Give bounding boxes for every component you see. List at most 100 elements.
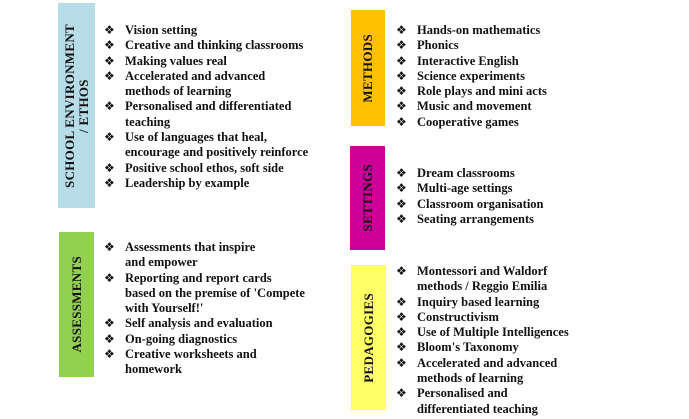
diamond-bullet-icon: ❖ xyxy=(396,211,407,226)
list-item-text: Leadership by example xyxy=(125,175,250,190)
list-item-text: Assessments that inspire and empower xyxy=(125,240,256,270)
list-item-text: Reporting and report cards based on the … xyxy=(125,270,305,316)
list-item-text: Bloom's Taxonomy xyxy=(417,340,519,355)
school-environment-list-item: ❖ Accelerated and advanced methods of lea… xyxy=(103,69,343,100)
school-environment-list-item: ❖ Use of languages that heal, encourage a… xyxy=(103,130,343,161)
pedagogies-list-item: ❖ Montessori and Waldorf methods / Reggio… xyxy=(395,264,665,295)
pedagogies-list-item: ❖ Personalised and differentiated teachin… xyxy=(395,386,665,417)
diamond-bullet-icon: ❖ xyxy=(104,99,115,114)
list-item-text: Use of Multiple Intelligences xyxy=(417,325,569,340)
diamond-bullet-icon: ❖ xyxy=(104,68,115,83)
school-environment-list-item: ❖ Vision setting xyxy=(103,23,343,38)
methods-list-item: ❖ Science experiments xyxy=(395,69,665,84)
list-item-text: Multi-age settings xyxy=(417,181,513,196)
assessments-list: ❖ Assessments that inspire and empower ❖ Re… xyxy=(103,240,343,378)
pedagogies-label: PEDAGOGIES xyxy=(360,292,376,383)
assessments-list-item: ❖Self analysis and evaluation xyxy=(103,316,343,331)
diamond-bullet-icon: ❖ xyxy=(396,340,407,355)
diamond-bullet-icon: ❖ xyxy=(396,264,407,278)
methods-list-item: ❖ Role plays and mini acts xyxy=(395,84,665,99)
diamond-bullet-icon: ❖ xyxy=(104,270,115,285)
list-item-text: Science experiments xyxy=(417,68,525,83)
list-item-text: Positive school ethos, soft side xyxy=(125,160,284,175)
methods-label: METHODS xyxy=(360,33,375,103)
list-item-text: Vision setting xyxy=(125,23,198,37)
diamond-bullet-icon: ❖ xyxy=(396,99,407,114)
list-item-text: Interactive English xyxy=(417,53,519,68)
diamond-bullet-icon: ❖ xyxy=(396,309,407,324)
school-environment-list-item: ❖Positive school ethos, soft side xyxy=(103,161,343,176)
list-item-text: Accelerated and advanced methods of lear… xyxy=(125,68,266,99)
settings-list-item: ❖ Dream classrooms xyxy=(395,166,665,181)
assessments-list-item: ❖ Assessments that inspire and empower xyxy=(103,240,343,271)
list-item-text: Role plays and mini acts xyxy=(417,84,547,99)
diamond-bullet-icon: ❖ xyxy=(104,53,115,68)
settings-label: SETTINGS xyxy=(359,164,375,232)
diamond-bullet-icon: ❖ xyxy=(104,240,115,254)
list-item-text: Inquiry based learning xyxy=(417,294,540,309)
settings-list-item: ❖ Seating arrangements xyxy=(395,212,665,227)
diamond-bullet-icon: ❖ xyxy=(104,175,115,190)
list-item-text: Personalised and differentiated teaching xyxy=(125,99,292,129)
diamond-bullet-icon: ❖ xyxy=(104,23,115,37)
assessments-label: ASSESSMENTS xyxy=(68,256,84,353)
diamond-bullet-icon: ❖ xyxy=(396,196,407,211)
pedagogies-list-item: ❖ Accelerated and advanced methods of lea… xyxy=(395,356,665,387)
methods-list-item: ❖ Music and movement xyxy=(395,99,665,114)
assessments-label-bar: ASSESSMENTS xyxy=(59,232,94,377)
diamond-bullet-icon: ❖ xyxy=(396,38,407,53)
methods-list: ❖ Hands-on mathematics ❖ Phonics ❖ Interactiv… xyxy=(395,23,665,130)
diamond-bullet-icon: ❖ xyxy=(396,166,407,180)
school-environment-list: ❖ Vision setting ❖ Creative and thinking cl… xyxy=(103,23,343,191)
diamond-bullet-icon: ❖ xyxy=(396,181,407,196)
diamond-bullet-icon: ❖ xyxy=(396,114,407,129)
assessments-list-item: ❖ Creative worksheets and homework xyxy=(103,347,343,378)
pedagogies-list-item: ❖ Constructivism xyxy=(395,310,665,325)
pedagogies-list-item: ❖ Inquiry based learning xyxy=(395,295,665,310)
list-item-text: Phonics xyxy=(417,38,459,53)
settings-list-item: ❖ Multi-age settings xyxy=(395,181,665,196)
list-item-text: Use of languages that heal, encourage an… xyxy=(125,130,309,160)
diamond-bullet-icon: ❖ xyxy=(104,331,115,346)
diamond-bullet-icon: ❖ xyxy=(104,347,115,362)
diamond-bullet-icon: ❖ xyxy=(396,355,407,370)
methods-list-item: ❖ Phonics xyxy=(395,38,665,53)
school-environment-label-bar: SCHOOL ENVIRONMENT / ETHOS xyxy=(58,3,95,208)
list-item-text: Cooperative games xyxy=(417,114,519,129)
school-environment-list-item: ❖ Creative and thinking classrooms xyxy=(103,38,343,53)
assessments-list-item: ❖ On-going diagnostics xyxy=(103,332,343,347)
diamond-bullet-icon: ❖ xyxy=(396,23,407,37)
pedagogies-list-item: ❖ Use of Multiple Intelligences xyxy=(395,325,665,340)
list-item-text: Classroom organisation xyxy=(417,196,544,211)
list-item-text: Seating arrangements xyxy=(417,211,534,226)
list-item-text: On-going diagnostics xyxy=(125,331,238,346)
pedagogies-label-bar: PEDAGOGIES xyxy=(351,265,386,410)
pedagogies-list-item: ❖ Bloom's Taxonomy xyxy=(395,340,665,355)
list-item-text: Creative worksheets and homework xyxy=(125,347,257,377)
list-item-text: Hands-on mathematics xyxy=(417,23,541,37)
diamond-bullet-icon: ❖ xyxy=(104,130,115,145)
diamond-bullet-icon: ❖ xyxy=(104,38,115,53)
diamond-bullet-icon: ❖ xyxy=(396,325,407,340)
methods-list-item: ❖ Cooperative games xyxy=(395,115,665,130)
list-item-text: Personalised and differentiated teaching xyxy=(417,386,538,416)
list-item-text: Dream classrooms xyxy=(417,166,515,180)
diamond-bullet-icon: ❖ xyxy=(396,68,407,83)
diamond-bullet-icon: ❖ xyxy=(396,53,407,68)
list-item-text: Music and movement xyxy=(417,99,532,114)
list-item-text: Creative and thinking classrooms xyxy=(125,38,304,53)
school-environment-list-item: ❖ Personalised and differentiated teachin… xyxy=(103,99,343,130)
list-item-text: Accelerated and advanced methods of lear… xyxy=(417,355,558,386)
school-environment-label: SCHOOL ENVIRONMENT / ETHOS xyxy=(61,23,91,188)
methods-list-item: ❖ Hands-on mathematics xyxy=(395,23,665,38)
diamond-bullet-icon: ❖ xyxy=(396,294,407,309)
methods-label-bar: METHODS xyxy=(351,10,385,126)
list-item-text: Constructivism xyxy=(417,309,499,324)
list-item-text: Self analysis and evaluation xyxy=(125,316,273,331)
list-item-text: Making values real xyxy=(125,53,227,68)
diamond-bullet-icon: ❖ xyxy=(396,386,407,401)
school-environment-list-item: ❖ Leadership by example xyxy=(103,176,343,191)
assessments-list-item: ❖ Reporting and report cards based on the… xyxy=(103,271,343,317)
diamond-bullet-icon: ❖ xyxy=(396,84,407,99)
list-item-text: Montessori and Waldorf methods / Reggio … xyxy=(417,264,548,294)
